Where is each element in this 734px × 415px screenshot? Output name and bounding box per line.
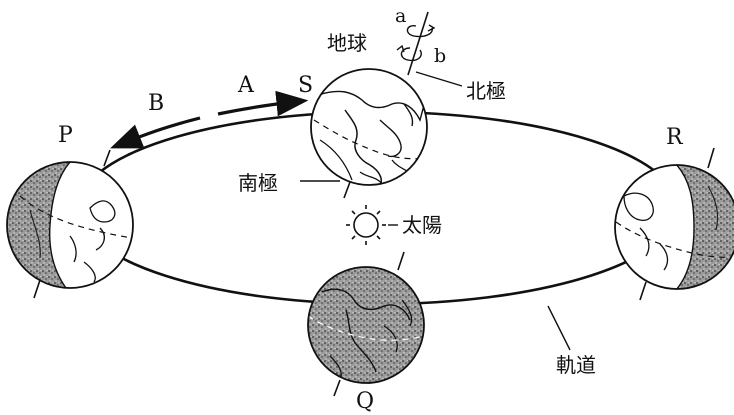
rotation-a-label: a — [395, 5, 406, 27]
orbit-label: 軌道 — [556, 353, 596, 377]
arrow-b-label: B — [148, 91, 164, 116]
rotation-curl-a — [406, 24, 436, 38]
earth-s — [310, 11, 429, 199]
sun-label: 太陽 — [402, 213, 442, 237]
earth-q — [307, 251, 425, 397]
earth-r — [614, 147, 734, 301]
position-p-label: P — [58, 123, 73, 148]
position-q-label: Q — [356, 389, 374, 414]
position-r-label: R — [666, 125, 684, 150]
orbit-leader — [547, 305, 571, 351]
north-pole-label: 北極 — [466, 79, 506, 103]
position-s-label: S — [298, 73, 313, 98]
rotation-curl-b — [396, 44, 422, 62]
earth-label: 地球 — [327, 31, 367, 55]
arrow-a — [217, 90, 309, 117]
arrow-b — [110, 116, 201, 149]
rotation-b-label: b — [434, 45, 446, 67]
sun-icon — [346, 205, 386, 245]
south-pole-label: 南極 — [238, 171, 278, 195]
north-pole-leader — [415, 71, 463, 87]
earth-p — [6, 149, 134, 299]
arrow-a-label: A — [237, 73, 255, 98]
